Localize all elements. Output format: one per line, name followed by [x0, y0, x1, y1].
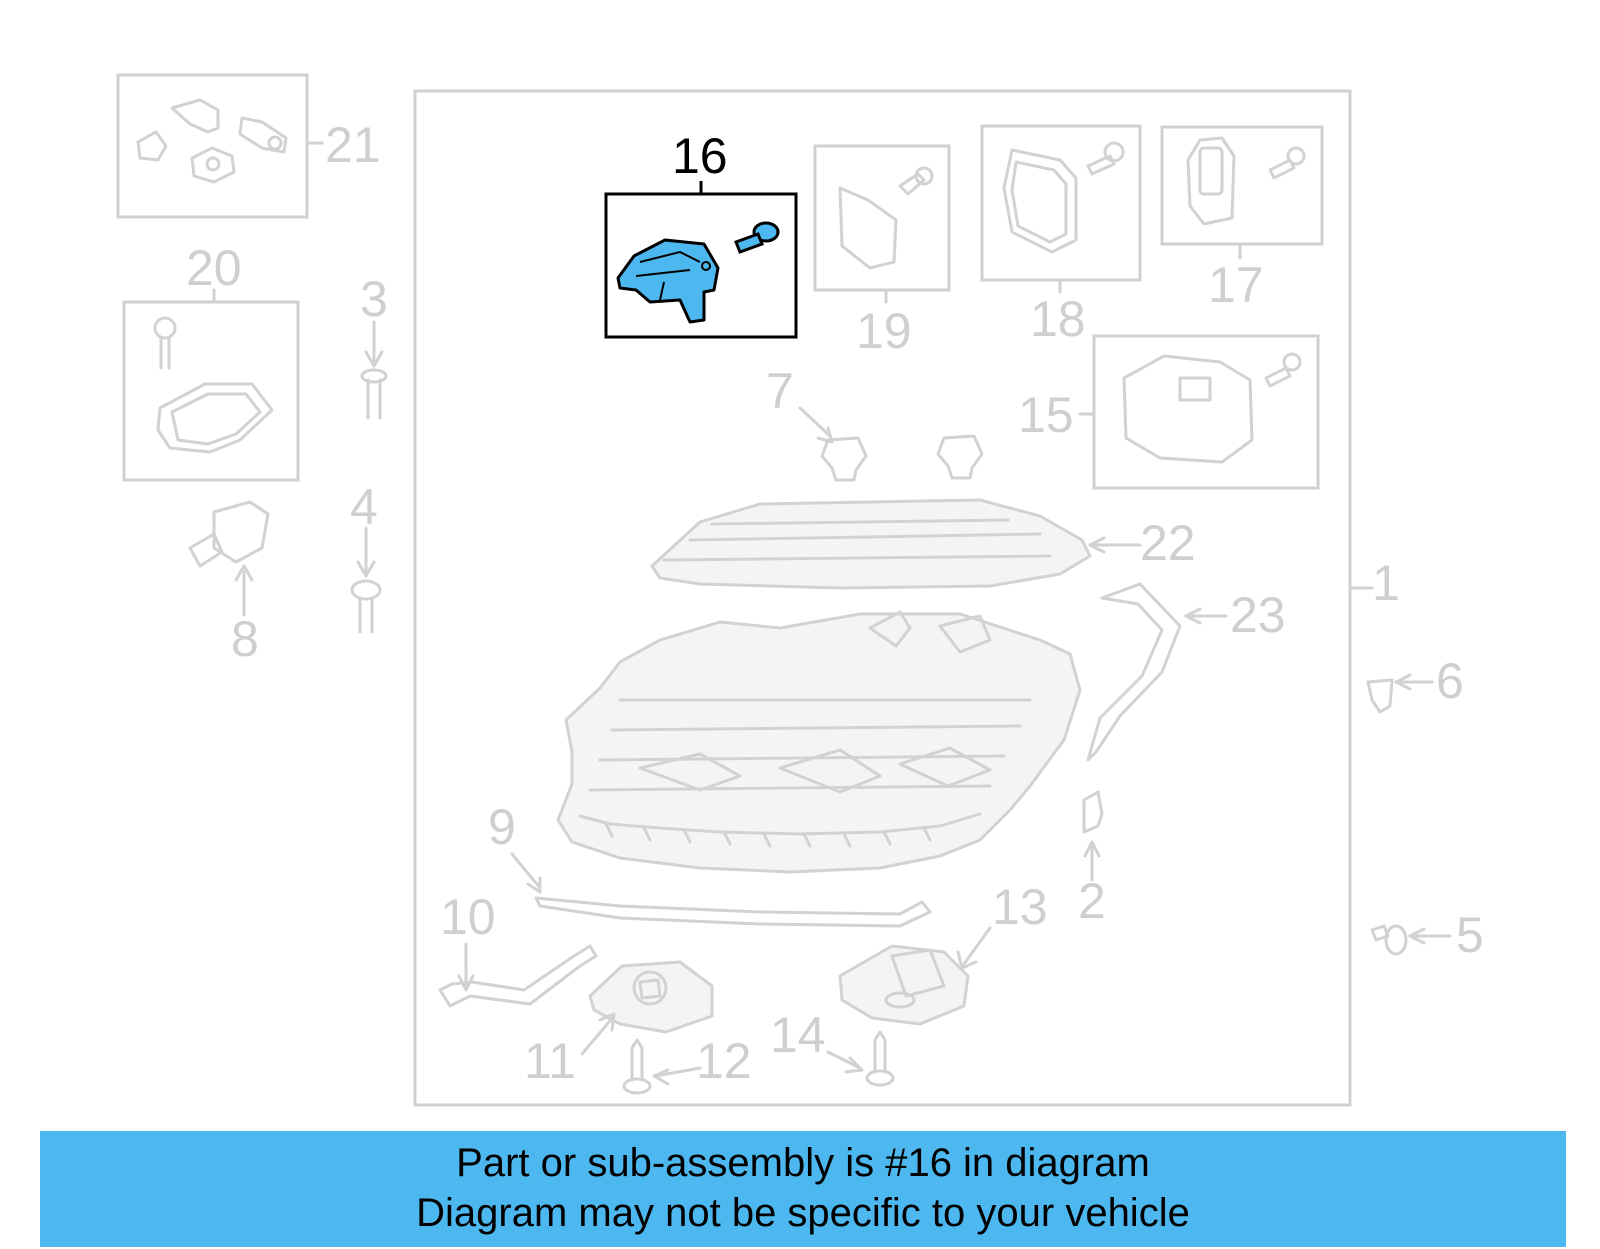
callout-15: 15 [1018, 387, 1074, 443]
callout-18: 18 [1030, 291, 1086, 347]
info-banner: Part or sub-assembly is #16 in diagram D… [40, 1131, 1566, 1247]
part-9-trim[interactable] [510, 852, 932, 928]
part-21-group[interactable] [116, 73, 324, 219]
part-6-clip[interactable] [1366, 673, 1434, 714]
part-11-module[interactable] [580, 960, 714, 1056]
part-16-highlighted[interactable] [604, 181, 798, 339]
part-19-group[interactable] [813, 144, 951, 304]
callout-12: 12 [696, 1033, 752, 1089]
part-22-lens[interactable] [650, 498, 1142, 590]
callout-5: 5 [1456, 907, 1484, 963]
part-8-actuator[interactable] [188, 500, 270, 617]
callout-21: 21 [325, 117, 381, 173]
callout-3: 3 [360, 271, 388, 327]
callout-labels: 16 21 20 3 4 8 19 18 17 15 7 22 1 23 6 9… [186, 117, 1484, 1089]
part-10-harness[interactable] [438, 942, 598, 1008]
part-13-module[interactable] [838, 926, 992, 1026]
callout-14: 14 [770, 1007, 826, 1063]
part-17-group[interactable] [1160, 125, 1324, 260]
part-12-bolt[interactable] [622, 1038, 702, 1095]
part-23-trim-strip[interactable] [1086, 582, 1228, 762]
part-2-clip[interactable] [1082, 790, 1104, 882]
callout-9: 9 [488, 799, 516, 855]
headlamp-housing[interactable] [556, 610, 1082, 874]
callout-6: 6 [1436, 653, 1464, 709]
parts-diagram: 16 21 20 3 4 8 19 18 17 15 7 22 1 23 6 9… [116, 73, 1484, 1107]
part-18-group[interactable] [980, 124, 1142, 294]
callout-10: 10 [440, 889, 496, 945]
callout-22: 22 [1140, 515, 1196, 571]
callout-7: 7 [766, 363, 794, 419]
part-14-bolt[interactable] [826, 1030, 895, 1087]
callout-2: 2 [1078, 873, 1106, 929]
assembly-frame [413, 89, 1352, 1107]
callout-4: 4 [350, 479, 378, 535]
callout-11: 11 [524, 1033, 576, 1089]
callout-8: 8 [231, 611, 259, 667]
callout-19: 19 [856, 303, 912, 359]
callout-17: 17 [1208, 257, 1264, 313]
part-7-clips[interactable] [798, 406, 984, 482]
banner-line-1: Part or sub-assembly is #16 in diagram [456, 1141, 1150, 1185]
part-5-screw[interactable] [1370, 924, 1452, 956]
callout-1: 1 [1372, 555, 1400, 611]
callout-13: 13 [992, 879, 1048, 935]
part-4-bolt[interactable] [350, 526, 382, 634]
callout-20: 20 [186, 240, 242, 296]
part-20-group[interactable] [122, 288, 300, 482]
banner-line-2: Diagram may not be specific to your vehi… [416, 1191, 1190, 1235]
callout-23: 23 [1230, 587, 1286, 643]
part-15-group[interactable] [1078, 334, 1320, 490]
part-3-bolt[interactable] [360, 320, 388, 420]
callout-16: 16 [672, 128, 728, 184]
